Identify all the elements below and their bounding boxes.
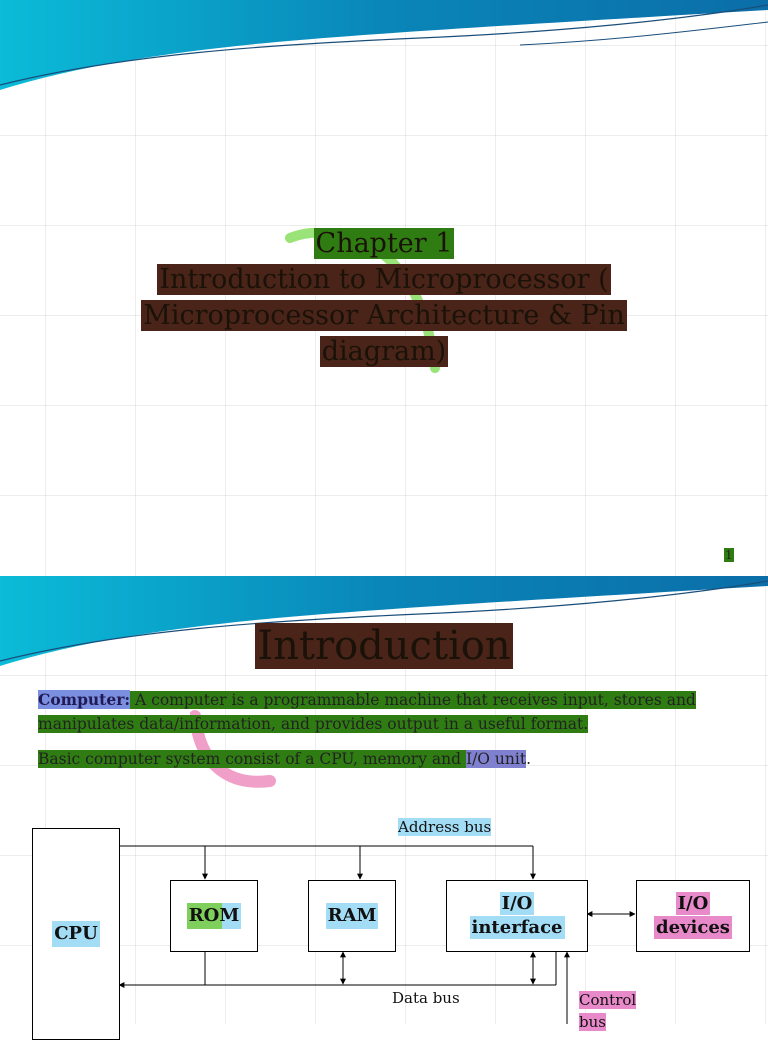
control-bus-label-2: bus bbox=[579, 1013, 606, 1031]
basic-text: Basic computer system consist of a CPU, … bbox=[38, 750, 466, 768]
data-bus-label: Data bus bbox=[392, 989, 460, 1007]
slide-title: Chapter 1 Introduction to Microprocessor… bbox=[100, 226, 668, 370]
slide-1: Chapter 1 Introduction to Microprocessor… bbox=[0, 0, 768, 562]
io-interface-block: I/O interface bbox=[446, 880, 588, 952]
definition-term: Computer: bbox=[38, 690, 131, 709]
address-bus-label: Address bus bbox=[398, 818, 492, 836]
ram-block: RAM bbox=[308, 880, 396, 952]
basic-end-text: . bbox=[526, 750, 532, 768]
title-line-3: Microprocessor Architecture & Pin bbox=[141, 300, 627, 331]
header-wave-decoration bbox=[0, 0, 768, 90]
definition-paragraph: Computer: A computer is a programmable m… bbox=[38, 688, 738, 736]
io-devices-label-1: I/O bbox=[675, 892, 711, 915]
io-devices-label-2: devices bbox=[654, 916, 732, 939]
io-devices-block: I/O devices bbox=[636, 880, 750, 952]
ram-label: RAM bbox=[325, 903, 379, 929]
heading-text: Introduction bbox=[255, 623, 513, 669]
basic-system-paragraph: Basic computer system consist of a CPU, … bbox=[38, 747, 738, 771]
cpu-label: CPU bbox=[52, 921, 100, 947]
control-bus-label-1: Control bbox=[579, 991, 637, 1009]
title-line-1: Chapter 1 bbox=[313, 228, 455, 259]
section-heading: Introduction bbox=[0, 620, 768, 672]
rom-block: ROM bbox=[170, 880, 258, 952]
basic-io-text: I/O unit bbox=[465, 750, 527, 768]
page-number: 1 bbox=[724, 548, 734, 562]
rom-label: ROM bbox=[186, 903, 242, 929]
io-interface-label-1: I/O bbox=[499, 892, 535, 915]
io-interface-label-2: interface bbox=[469, 916, 565, 939]
title-line-2: Introduction to Microprocessor ( bbox=[157, 264, 611, 295]
header-wave-decoration-2 bbox=[0, 576, 768, 666]
control-bus-label: Control bus bbox=[579, 989, 637, 1033]
title-line-4: diagram) bbox=[319, 336, 449, 367]
cpu-block: CPU bbox=[32, 828, 120, 1040]
